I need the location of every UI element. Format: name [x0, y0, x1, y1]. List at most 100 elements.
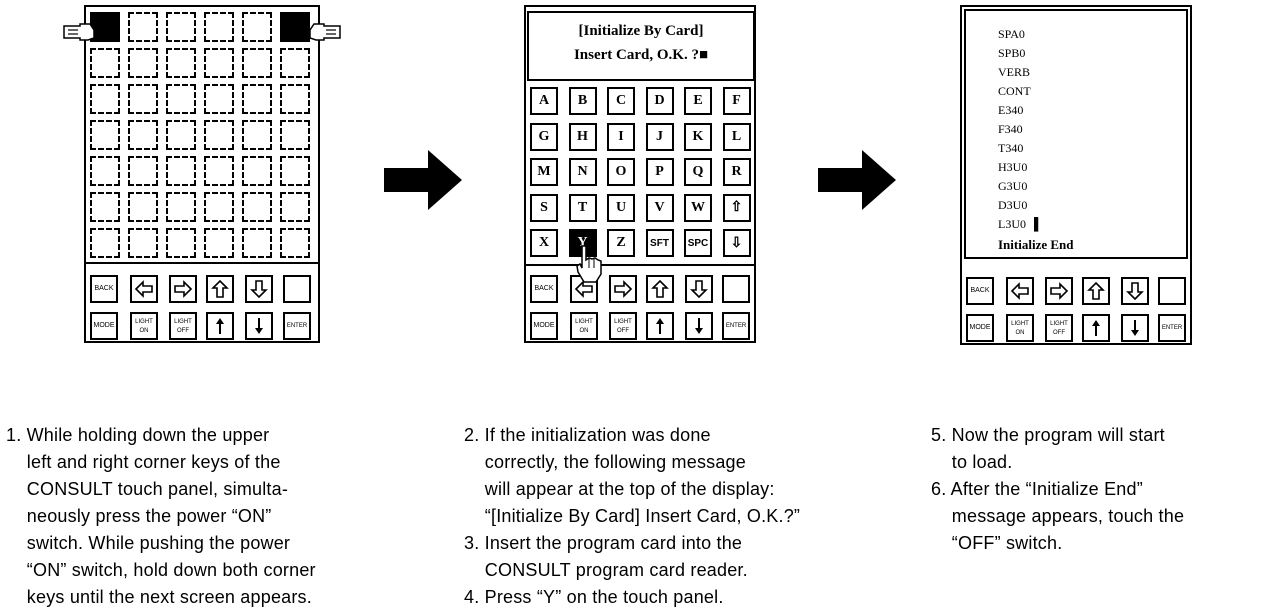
up-line-key[interactable] [1082, 314, 1110, 342]
mode-key[interactable]: MODE [966, 314, 994, 342]
left-arrow-key[interactable] [130, 275, 158, 303]
blank-touch-key[interactable] [128, 120, 158, 150]
key-e[interactable]: E [684, 87, 712, 115]
blank-touch-key[interactable] [204, 48, 234, 78]
key-shift-down[interactable]: ⇩ [722, 229, 751, 257]
blank-touch-key[interactable] [242, 12, 272, 42]
blank-touch-key[interactable] [242, 48, 272, 78]
blank-touch-key[interactable] [128, 12, 158, 42]
blank-touch-key[interactable] [166, 120, 196, 150]
blank-touch-key[interactable] [280, 228, 310, 258]
blank-touch-key[interactable] [90, 228, 120, 258]
back-key[interactable]: BACK [966, 277, 994, 305]
key-p[interactable]: P [645, 158, 674, 186]
key-q[interactable]: Q [684, 158, 712, 186]
blank-touch-key[interactable] [242, 192, 272, 222]
key-g[interactable]: G [530, 122, 558, 151]
back-key[interactable]: BACK [90, 275, 118, 303]
mode-key[interactable]: MODE [530, 312, 558, 340]
blank-touch-key[interactable] [128, 228, 158, 258]
blank-touch-key[interactable] [90, 192, 120, 222]
blank-touch-key[interactable] [166, 84, 196, 114]
up-arrow-key[interactable] [1082, 277, 1110, 305]
up-line-key[interactable] [646, 312, 674, 340]
key-c[interactable]: C [607, 87, 635, 115]
key-w[interactable]: W [684, 193, 712, 222]
blank-touch-key[interactable] [280, 84, 310, 114]
right-arrow-key[interactable] [169, 275, 197, 303]
down-arrow-key[interactable] [685, 275, 713, 303]
blank-touch-key[interactable] [204, 120, 234, 150]
key-i[interactable]: I [607, 122, 635, 151]
blank-touch-key[interactable] [280, 48, 310, 78]
blank-touch-key[interactable] [280, 156, 310, 186]
blank-touch-key[interactable] [128, 156, 158, 186]
key-f[interactable]: F [722, 87, 751, 115]
key-a[interactable]: A [530, 87, 558, 115]
blank-touch-key[interactable] [242, 120, 272, 150]
down-line-key[interactable] [245, 312, 273, 340]
key-d[interactable]: D [645, 87, 674, 115]
key-z[interactable]: Z [607, 229, 635, 257]
blank-touch-key[interactable] [204, 12, 234, 42]
blank-touch-key[interactable] [204, 228, 234, 258]
up-line-key[interactable] [206, 312, 234, 340]
enter-key[interactable]: ENTER [722, 312, 750, 340]
key-m[interactable]: M [530, 158, 558, 186]
key-v[interactable]: V [645, 193, 674, 222]
blank-touch-key[interactable] [90, 48, 120, 78]
down-line-key[interactable] [685, 312, 713, 340]
back-key[interactable]: BACK [530, 275, 558, 303]
key-r[interactable]: R [722, 158, 751, 186]
blank-touch-key[interactable] [242, 84, 272, 114]
blank-touch-key[interactable] [166, 156, 196, 186]
key-u[interactable]: U [607, 193, 635, 222]
down-arrow-key[interactable] [1121, 277, 1149, 305]
blank-touch-key[interactable] [128, 84, 158, 114]
upper-right-corner-key[interactable] [280, 12, 310, 42]
blank-touch-key[interactable] [204, 84, 234, 114]
blank-touch-key[interactable] [166, 192, 196, 222]
key-b[interactable]: B [568, 87, 597, 115]
blank-touch-key[interactable] [204, 192, 234, 222]
blank-touch-key[interactable] [166, 12, 196, 42]
right-arrow-key[interactable] [609, 275, 637, 303]
key-sft[interactable]: SFT [645, 229, 674, 257]
blank-touch-key[interactable] [204, 156, 234, 186]
key-spc[interactable]: SPC [684, 229, 712, 257]
key-o[interactable]: O [607, 158, 635, 186]
left-arrow-key[interactable] [1006, 277, 1034, 305]
blank-key[interactable] [283, 275, 311, 303]
enter-key[interactable]: ENTER [283, 312, 311, 340]
blank-touch-key[interactable] [242, 156, 272, 186]
mode-key[interactable]: MODE [90, 312, 118, 340]
blank-touch-key[interactable] [90, 120, 120, 150]
blank-key[interactable] [1158, 277, 1186, 305]
blank-touch-key[interactable] [242, 228, 272, 258]
up-arrow-key[interactable] [206, 275, 234, 303]
blank-touch-key[interactable] [280, 192, 310, 222]
blank-touch-key[interactable] [128, 192, 158, 222]
key-j[interactable]: J [645, 122, 674, 151]
key-l[interactable]: L [722, 122, 751, 151]
key-h[interactable]: H [568, 122, 597, 151]
key-k[interactable]: K [684, 122, 712, 151]
key-x[interactable]: X [530, 229, 558, 257]
down-arrow-key[interactable] [245, 275, 273, 303]
blank-touch-key[interactable] [166, 228, 196, 258]
right-arrow-key[interactable] [1045, 277, 1073, 305]
blank-key[interactable] [722, 275, 750, 303]
key-n[interactable]: N [568, 158, 597, 186]
key-shift-up[interactable]: ⇧ [722, 193, 751, 222]
blank-touch-key[interactable] [280, 120, 310, 150]
down-line-key[interactable] [1121, 314, 1149, 342]
key-t[interactable]: T [568, 193, 597, 222]
enter-key[interactable]: ENTER [1158, 314, 1186, 342]
blank-touch-key[interactable] [128, 48, 158, 78]
key-s[interactable]: S [530, 193, 558, 222]
